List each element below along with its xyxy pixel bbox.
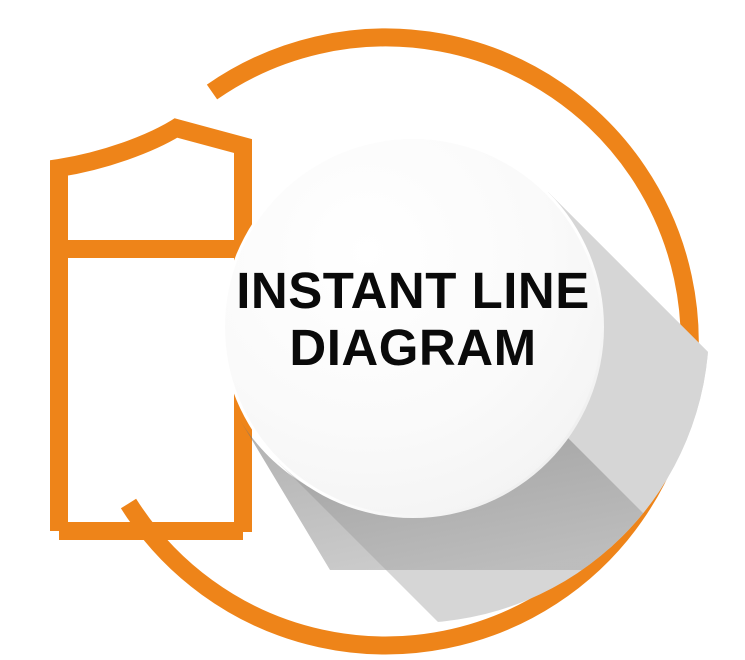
outlined-numeral-one: [50, 118, 252, 540]
badge-title-line-2: DIAGRAM: [289, 319, 536, 376]
badge-title-line-1: INSTANT LINE: [236, 262, 590, 319]
white-circle-badge: [222, 136, 604, 518]
